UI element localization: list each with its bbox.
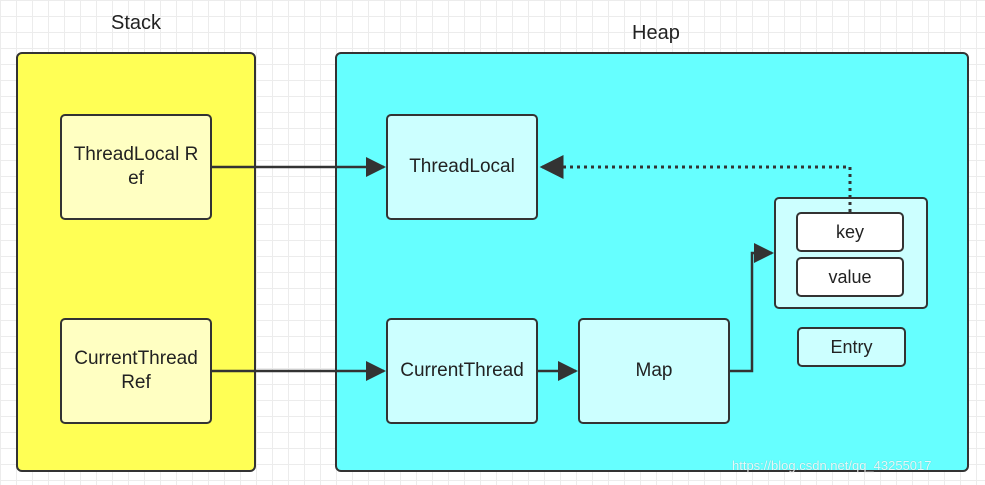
entry-label-box: Entry bbox=[797, 327, 906, 367]
value-label: value bbox=[828, 267, 872, 287]
value-box: value bbox=[796, 257, 904, 297]
map-label: Map bbox=[635, 360, 673, 381]
map-box: Map bbox=[578, 318, 730, 424]
threadlocal-label: ThreadLocal bbox=[409, 156, 515, 177]
threadlocal-box: ThreadLocal bbox=[386, 114, 538, 220]
watermark-text: https://blog.csdn.net/qq_43255017 bbox=[732, 458, 932, 473]
currentthread-ref-box: CurrentThread Ref bbox=[60, 318, 212, 424]
entry-label: Entry bbox=[830, 337, 873, 357]
currentthread-ref-label: CurrentThread Ref bbox=[74, 348, 198, 393]
key-box: key bbox=[796, 212, 904, 252]
heap-title: Heap bbox=[632, 22, 680, 44]
currentthread-label: CurrentThread bbox=[400, 360, 524, 381]
threadlocal-ref-label: ThreadLocal Ref bbox=[73, 144, 199, 189]
currentthread-box: CurrentThread bbox=[386, 318, 538, 424]
key-label: key bbox=[835, 222, 864, 242]
stack-title: Stack bbox=[111, 12, 162, 34]
threadlocal-ref-box: ThreadLocal Ref bbox=[60, 114, 212, 220]
